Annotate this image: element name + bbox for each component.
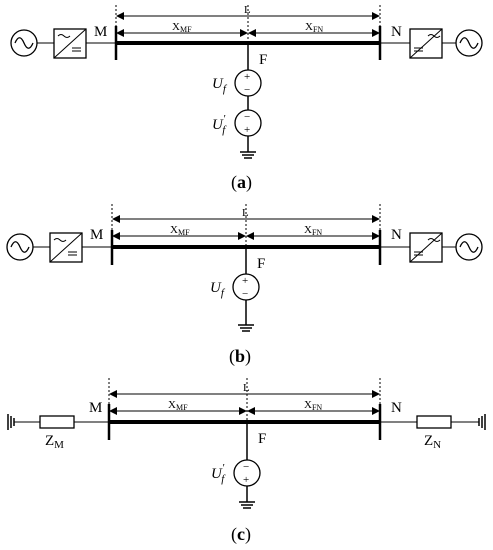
caption-letter: b [235,346,245,366]
polarity-top: + [244,71,250,83]
xmf-sub: MF [178,228,190,237]
voltage-source-icon: − + [234,109,262,137]
source-sub: f [223,83,228,95]
polarity-bottom: + [244,124,250,136]
caption-close: ) [246,172,252,193]
z-m-label: ZM [45,433,64,451]
polarity-bottom: − [242,288,248,300]
z-n-sub: N [433,439,441,451]
length-label: L [242,207,249,219]
source-1-label: Uf [212,76,228,95]
source-sup: ' [222,462,225,474]
polarity-top: − [244,111,250,123]
source-sub: f [221,473,226,485]
polarity-top: − [243,461,249,473]
converter-icon [49,232,83,263]
bus-m-label: M [94,24,107,40]
xfn-x: X [304,224,312,236]
ground-icon [7,414,15,430]
source-symbol: U [210,280,222,296]
caption-open: ( [231,524,237,545]
xfn-x: X [305,21,313,33]
z-n-symbol: Z [424,433,433,449]
xfn-sub: FN [313,25,323,34]
source-2-label: U'f [212,113,227,136]
source-sup: ' [223,113,226,125]
ground-icon [238,324,254,332]
fault-label: F [259,52,267,68]
xmf-x: X [168,399,176,411]
voltage-source-icon: − + [233,459,261,487]
fault-label: F [258,431,266,447]
polarity-bottom: − [244,84,250,96]
caption-a: (a) [231,172,252,193]
z-m-symbol: Z [45,433,54,449]
caption-close: ) [245,346,251,367]
caption-b: (b) [229,346,251,367]
length-label: L [243,382,250,394]
xfn-sub: FN [312,403,322,412]
source-sub: f [222,124,227,136]
voltage-source-icon: + − [234,69,262,97]
bus-n-label: N [391,227,402,243]
ac-source-icon [455,29,483,57]
fault-label: F [257,256,265,272]
xmf-label: XMF [168,399,188,412]
bus-m-label: M [89,400,102,416]
z-n-label: ZN [424,433,441,451]
ac-source-icon [455,233,483,261]
caption-open: ( [229,346,235,367]
source-symbol: U [212,117,224,133]
caption-letter: c [237,524,245,544]
ground-icon [240,151,256,159]
xfn-sub: FN [312,228,322,237]
xmf-label: XMF [170,224,190,237]
xmf-sub: MF [176,403,188,412]
panel-c: L XMF XFN M ZM N ZN F [7,378,486,545]
bus-n-label: N [391,24,402,40]
bus-m-label: M [90,227,103,243]
xmf-sub: MF [180,25,192,34]
xfn-label: XFN [304,224,322,237]
impedance-icon [416,415,452,429]
polarity-bottom: + [243,474,249,486]
ac-source-icon [6,233,34,261]
xfn-x: X [304,399,312,411]
ground-icon [478,414,486,430]
xfn-label: XFN [304,399,322,412]
xmf-x: X [172,21,180,33]
source-label: U'f [211,462,226,485]
source-1-label: Uf [210,280,226,299]
caption-letter: a [237,172,246,192]
converter-icon [409,232,443,263]
source-symbol: U [211,466,223,482]
converter-icon [53,28,87,59]
panel-a: L XMF XFN M [10,4,483,193]
length-label: L [244,4,251,16]
ground-icon [239,501,255,509]
source-sub: f [221,287,226,299]
converter-icon [409,28,443,59]
panel-b: L XMF XFN M [6,204,483,367]
ac-source-icon [10,29,38,57]
bus-n-label: N [391,400,402,416]
z-m-sub: M [54,439,64,451]
xmf-label: XMF [172,21,192,34]
voltage-source-icon: + − [232,273,260,301]
polarity-top: + [242,275,248,287]
caption-c: (c) [231,524,251,545]
xfn-label: XFN [305,21,323,34]
xmf-x: X [170,224,178,236]
impedance-icon [39,415,75,429]
caption-close: ) [245,524,251,545]
caption-open: ( [231,172,237,193]
source-symbol: U [212,76,224,92]
